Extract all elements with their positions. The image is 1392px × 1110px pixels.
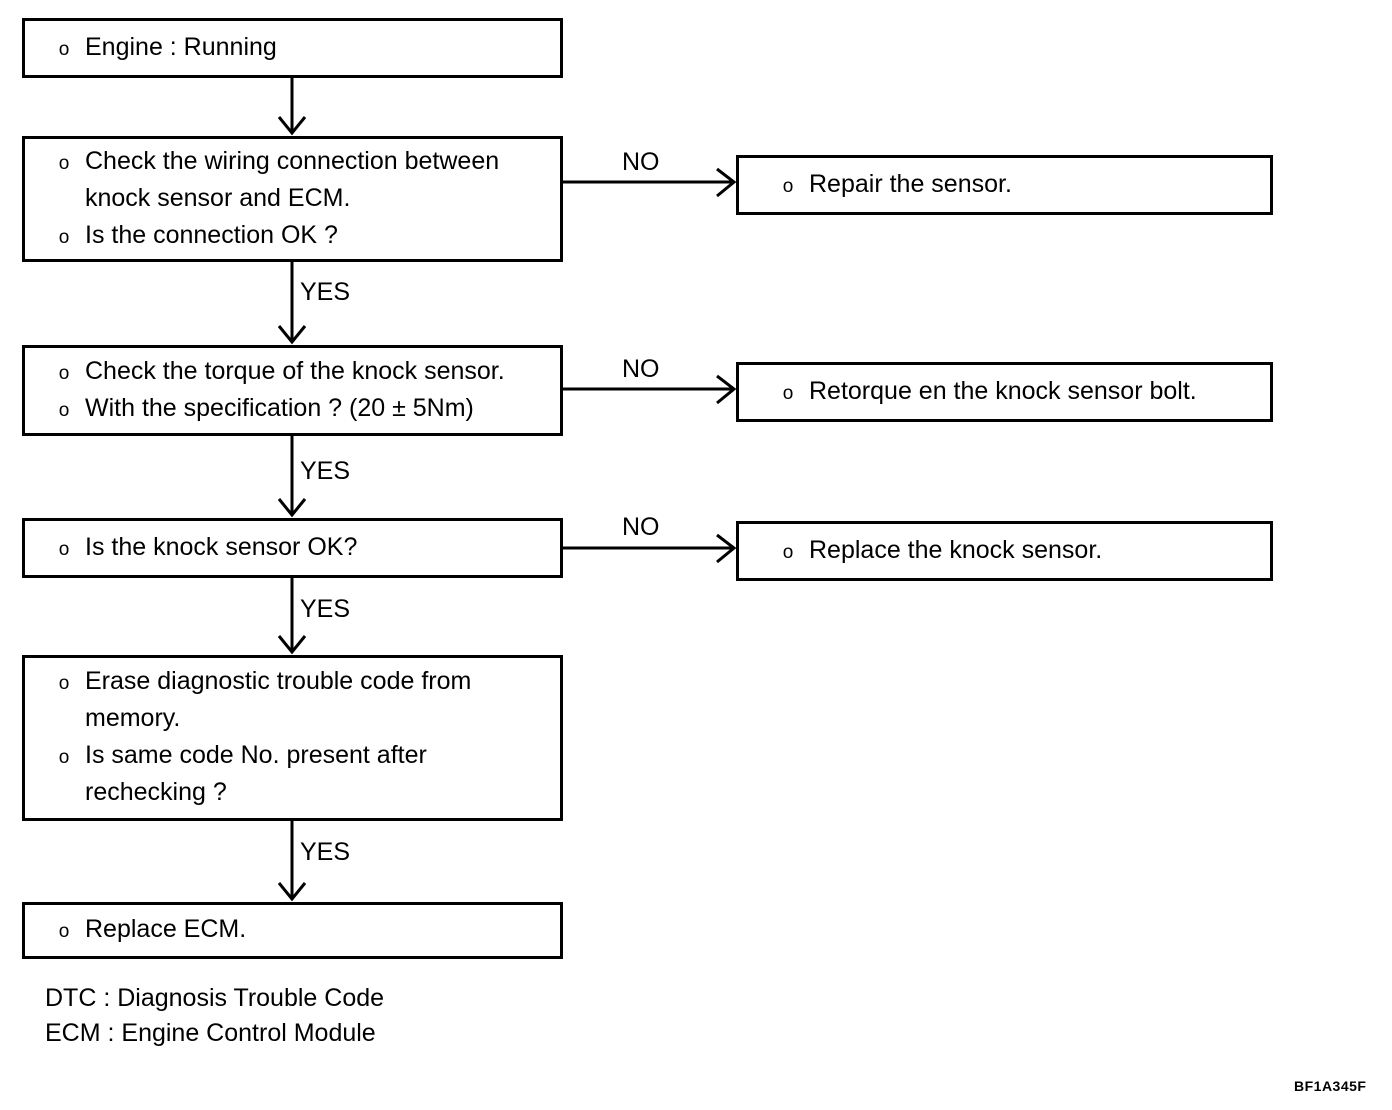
bullet-icon: o bbox=[58, 921, 70, 942]
node-replace-ecm[interactable]: o Replace ECM. bbox=[22, 902, 563, 959]
node-line: o Is the connection OK ? bbox=[43, 218, 550, 255]
bullet-spacer: o bbox=[43, 183, 85, 218]
node-text: Replace ECM. bbox=[85, 915, 247, 943]
node-text: Repair the sensor. bbox=[809, 169, 1012, 198]
bullet-icon: o bbox=[58, 399, 70, 421]
edge-label-check-wiring-yes: YES bbox=[300, 278, 351, 306]
bullet-icon: o bbox=[58, 226, 70, 248]
node-text: Check the wiring connection between bbox=[85, 146, 500, 175]
bullet-icon: o bbox=[58, 38, 70, 60]
connector-engine-to-check-wiring bbox=[277, 78, 307, 136]
legend-ecm: ECM : Engine Control Module bbox=[45, 1019, 376, 1047]
node-text: Check the torque of the knock sensor. bbox=[85, 356, 505, 385]
node-text: Retorque en the knock sensor bolt. bbox=[809, 376, 1197, 405]
node-line: o With the specification ? (20 ± 5Nm) bbox=[43, 391, 554, 428]
node-knock-sensor-ok[interactable]: o Is the knock sensor OK? bbox=[22, 518, 563, 578]
node-line: o Engine : Running bbox=[43, 30, 550, 67]
bullet-icon: o bbox=[782, 382, 794, 404]
node-text: memory. bbox=[85, 704, 181, 732]
edge-label-knock-sensor-no: NO bbox=[622, 513, 660, 541]
bullet-icon: o bbox=[58, 538, 70, 560]
node-text: Replace the knock sensor. bbox=[809, 535, 1103, 564]
node-engine-running[interactable]: o Engine : Running bbox=[22, 18, 563, 78]
node-text: knock sensor and ECM. bbox=[85, 183, 351, 212]
bullet-icon: o bbox=[782, 175, 794, 197]
node-replace-knock-sensor[interactable]: o Replace the knock sensor. bbox=[736, 521, 1273, 581]
bullet-spacer: o bbox=[43, 703, 85, 738]
node-text: Is the connection OK ? bbox=[85, 220, 338, 249]
node-line: o knock sensor and ECM. bbox=[43, 181, 550, 218]
bullet-icon: o bbox=[58, 673, 70, 694]
figure-code: BF1A345F bbox=[1294, 1078, 1367, 1094]
node-text: rechecking ? bbox=[85, 778, 227, 806]
node-text: Is the knock sensor OK? bbox=[85, 532, 358, 561]
node-line: o Retorque en the knock sensor bolt. bbox=[767, 374, 1260, 411]
bullet-icon: o bbox=[58, 747, 70, 768]
bullet-spacer: o bbox=[43, 777, 85, 812]
node-line: o Check the torque of the knock sensor. bbox=[43, 354, 554, 391]
legend-dtc: DTC : Diagnosis Trouble Code bbox=[45, 984, 385, 1012]
edge-label-check-wiring-no: NO bbox=[622, 148, 660, 176]
edge-label-erase-dtc-yes: YES bbox=[300, 838, 351, 866]
node-check-wiring[interactable]: o Check the wiring connection between o … bbox=[22, 136, 563, 262]
node-check-torque[interactable]: o Check the torque of the knock sensor. … bbox=[22, 345, 563, 436]
node-text: Erase diagnostic trouble code from bbox=[85, 667, 472, 695]
node-erase-dtc[interactable]: o Erase diagnostic trouble code from o m… bbox=[22, 655, 563, 821]
node-line: o Check the wiring connection between bbox=[43, 144, 550, 181]
node-line: o Is same code No. present after bbox=[43, 738, 550, 775]
node-text: With the specification ? (20 ± 5Nm) bbox=[85, 393, 474, 422]
edge-label-check-torque-yes: YES bbox=[300, 457, 351, 485]
bullet-icon: o bbox=[782, 541, 794, 563]
node-repair-sensor[interactable]: o Repair the sensor. bbox=[736, 155, 1273, 215]
bullet-icon: o bbox=[58, 152, 70, 174]
node-retorque-bolt[interactable]: o Retorque en the knock sensor bolt. bbox=[736, 362, 1273, 422]
node-text: Engine : Running bbox=[85, 32, 277, 61]
node-line: o Erase diagnostic trouble code from bbox=[43, 664, 550, 701]
node-line: o Replace ECM. bbox=[43, 912, 550, 949]
edge-label-check-torque-no: NO bbox=[622, 355, 660, 383]
node-line: o memory. bbox=[43, 701, 550, 738]
node-line: o Replace the knock sensor. bbox=[767, 533, 1260, 570]
bullet-icon: o bbox=[58, 362, 70, 384]
node-line: o Is the knock sensor OK? bbox=[43, 530, 550, 567]
edge-label-knock-sensor-yes: YES bbox=[300, 595, 351, 623]
node-text: Is same code No. present after bbox=[85, 741, 427, 769]
node-line: o rechecking ? bbox=[43, 775, 550, 812]
node-line: o Repair the sensor. bbox=[767, 167, 1260, 204]
